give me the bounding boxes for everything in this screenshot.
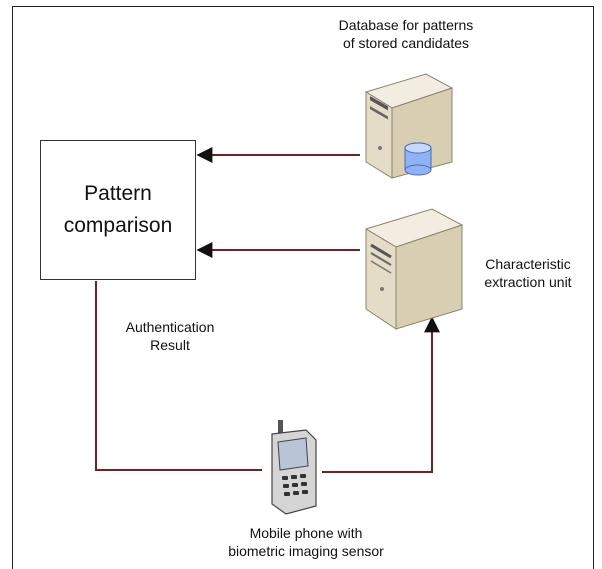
figure-frame	[12, 6, 594, 569]
authentication-result-label: Authentication Result	[125, 319, 215, 353]
arrow-phone-to-extraction	[322, 316, 440, 473]
pattern-comparison-box: Pattern comparison	[40, 140, 196, 280]
mobile-phone-icon	[271, 420, 317, 515]
mobile-phone-label: Mobile phone with biometric imaging sens…	[228, 525, 384, 559]
pattern-comparison-label: Pattern comparison	[63, 182, 173, 237]
database-label: Database for patterns of stored candidat…	[338, 17, 474, 51]
server-icon	[364, 208, 464, 330]
extraction-unit-label: Characteristic extraction unit	[484, 256, 572, 290]
line-comparison-to-phone	[95, 281, 262, 471]
database-server-icon	[364, 73, 454, 179]
